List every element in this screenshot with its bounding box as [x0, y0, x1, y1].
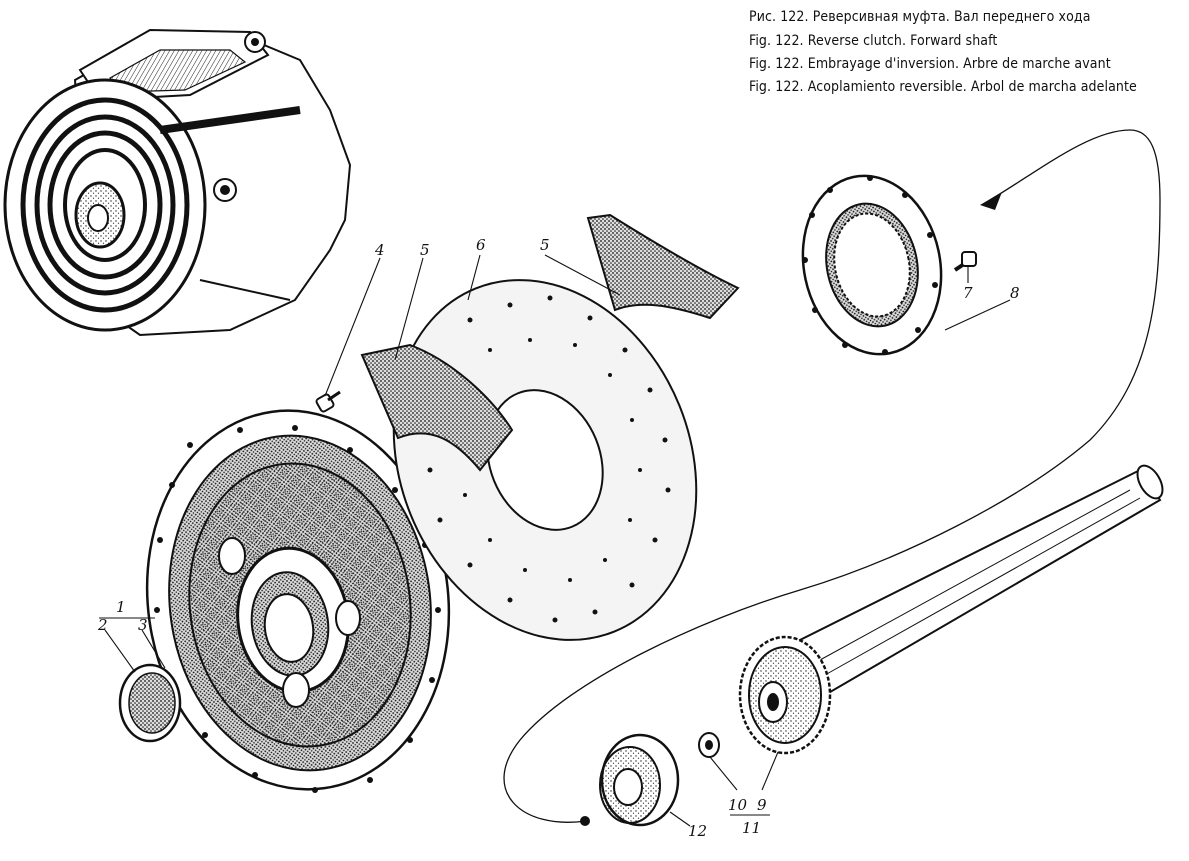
- part-label-7: 7: [963, 284, 973, 302]
- part-label-3: 3: [138, 616, 148, 634]
- bushing-10: [698, 732, 720, 758]
- friction-lining-top: [586, 213, 740, 320]
- friction-lining-left: [360, 343, 514, 472]
- seal-cap: [118, 663, 182, 743]
- clutch-pressure-plate: [145, 409, 451, 793]
- caption-english: Fig. 122. Reverse clutch. Forward shaft: [749, 33, 998, 49]
- caption-french: Fig. 122. Embrayage d'inversion. Arbre d…: [749, 56, 1111, 72]
- part-label-6: 6: [476, 236, 486, 254]
- forward-shaft: [798, 464, 1164, 697]
- toothed-ring: [801, 174, 943, 356]
- part-label-9: 9: [757, 796, 767, 814]
- part-label-1: 1: [116, 598, 126, 616]
- part-label-4: 4: [374, 241, 385, 259]
- part-label-5-top: 5: [540, 236, 550, 254]
- bolt-4: [315, 390, 341, 413]
- part-label-5-left: 5: [420, 241, 430, 259]
- part-label-11: 11: [742, 819, 761, 837]
- leader-lines: [99, 254, 1011, 827]
- friction-disc: [392, 279, 698, 641]
- caption-spanish: Fig. 122. Acoplamiento reversible. Arbol…: [749, 79, 1137, 95]
- part-label-2: 2: [97, 616, 108, 634]
- part-label-8: 8: [1010, 284, 1020, 302]
- direction-arrow-icon: [980, 192, 1002, 210]
- caption-russian: Рис. 122. Реверсивная муфта. Вал передне…: [749, 9, 1091, 25]
- bearing-12: [599, 733, 680, 827]
- part-label-10: 10: [728, 796, 748, 814]
- bolt-7: [953, 251, 977, 272]
- assembly-path: [503, 129, 1161, 823]
- gearbox-housing: [3, 28, 352, 337]
- part-label-12: 12: [688, 822, 707, 840]
- gear-9: [738, 635, 832, 755]
